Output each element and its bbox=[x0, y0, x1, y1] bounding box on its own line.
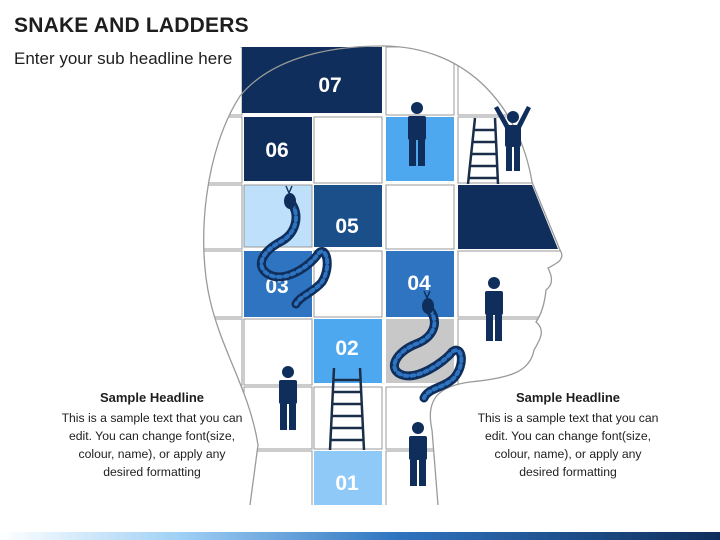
tile-05 bbox=[314, 185, 382, 247]
slide-title: SNAKE AND LADDERS bbox=[14, 14, 249, 37]
left-headline: Sample Headline bbox=[99, 390, 205, 405]
tile-pale bbox=[243, 184, 313, 248]
tile-label-02: 02 bbox=[335, 337, 358, 360]
text-block-left: Sample Headline This is a sample text th… bbox=[57, 390, 247, 481]
ladder-icon bbox=[328, 367, 366, 451]
tile-02 bbox=[314, 319, 382, 383]
snake-icon bbox=[256, 185, 332, 309]
snake-icon bbox=[390, 290, 466, 403]
right-headline: Sample Headline bbox=[515, 390, 621, 405]
tile-label-05: 05 bbox=[335, 215, 359, 238]
person-icon bbox=[485, 277, 503, 341]
left-body: This is a sample text that you can edit.… bbox=[61, 411, 243, 479]
tile-07 bbox=[242, 47, 382, 113]
tile-label-04: 04 bbox=[407, 272, 431, 295]
head-outline bbox=[203, 45, 563, 506]
tile-label-01: 01 bbox=[335, 472, 359, 495]
tile-04 bbox=[386, 251, 454, 317]
person-icon bbox=[408, 102, 426, 166]
person-icon bbox=[409, 422, 427, 486]
person-celebrating-icon bbox=[494, 106, 531, 171]
tile-label-06: 06 bbox=[265, 139, 288, 162]
tile-label-07: 07 bbox=[318, 74, 341, 97]
right-body: This is a sample text that you can edit.… bbox=[477, 411, 659, 479]
person-icon bbox=[279, 366, 297, 430]
bottom-accent-bar bbox=[0, 532, 720, 540]
slide-subtitle: Enter your sub headline here bbox=[14, 49, 233, 68]
tile-nose-dark bbox=[458, 185, 558, 249]
tile-06 bbox=[244, 117, 312, 181]
text-block-right: Sample Headline This is a sample text th… bbox=[473, 390, 663, 481]
ladder-icon bbox=[466, 117, 500, 185]
tile-03 bbox=[244, 251, 312, 317]
tile-01 bbox=[314, 451, 382, 505]
